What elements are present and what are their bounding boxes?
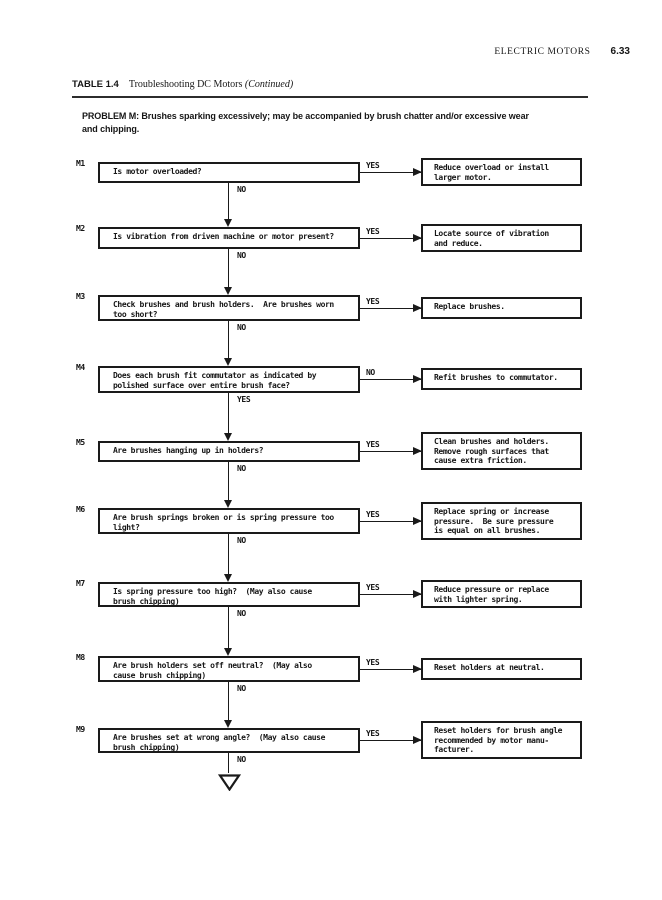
horizontal-rule xyxy=(72,96,588,98)
question-box: Are brushes hanging up in holders? xyxy=(98,441,360,462)
arrow-down-icon xyxy=(223,249,232,295)
down-branch-label: NO xyxy=(237,464,246,473)
question-box: Are brushes set at wrong angle? (May als… xyxy=(98,728,360,753)
action-box: Reduce pressure or replace with lighter … xyxy=(421,580,582,608)
branch-label: YES xyxy=(366,297,380,306)
branch-label: YES xyxy=(366,161,380,170)
question-box: Are brush holders set off neutral? (May … xyxy=(98,656,360,682)
table-caption-continued: (Continued) xyxy=(244,79,294,90)
arrow-down-icon xyxy=(223,183,232,227)
branch-label: YES xyxy=(366,440,380,449)
step-label: M3 xyxy=(76,292,85,301)
question-box: Check brushes and brush holders. Are bru… xyxy=(98,295,360,321)
arrow-down-icon xyxy=(223,321,232,366)
table-caption: TABLE 1.4 Troubleshooting DC Motors (Cont… xyxy=(72,79,293,90)
branch-label: YES xyxy=(366,510,380,519)
action-box: Clean brushes and holders. Remove rough … xyxy=(421,432,582,470)
down-branch-label: NO xyxy=(237,536,246,545)
table-caption-label: TABLE 1.4 xyxy=(72,79,119,90)
action-box: Locate source of vibration and reduce. xyxy=(421,224,582,252)
action-box: Replace brushes. xyxy=(421,297,582,319)
connector-line xyxy=(228,753,229,773)
arrow-down-icon xyxy=(223,462,232,508)
question-box: Is motor overloaded? xyxy=(98,162,360,183)
step-label: M1 xyxy=(76,159,85,168)
branch-label: NO xyxy=(366,368,375,377)
question-box: Is vibration from driven machine or moto… xyxy=(98,227,360,249)
problem-statement: PROBLEM M: Brushes sparking excessively;… xyxy=(82,111,529,134)
down-branch-label: NO xyxy=(237,323,246,332)
down-branch-label: NO xyxy=(237,185,246,194)
arrow-right-icon xyxy=(360,735,422,744)
step-label: M2 xyxy=(76,224,85,233)
question-box: Are brush springs broken or is spring pr… xyxy=(98,508,360,534)
action-box: Reset holders for brush angle recommende… xyxy=(421,721,582,759)
down-branch-label: NO xyxy=(237,609,246,618)
action-box: Refit brushes to commutator. xyxy=(421,368,582,390)
question-box: Is spring pressure too high? (May also c… xyxy=(98,582,360,607)
arrow-right-icon xyxy=(360,233,422,242)
branch-label: YES xyxy=(366,658,380,667)
action-box: Reset holders at neutral. xyxy=(421,658,582,680)
table-caption-title: Troubleshooting DC Motors xyxy=(128,79,243,90)
down-branch-label: NO xyxy=(237,251,246,260)
arrow-right-icon xyxy=(360,664,422,673)
branch-label: YES xyxy=(366,583,380,592)
running-head: ELECTRIC MOTORS 6.33 xyxy=(494,46,630,57)
arrow-right-icon xyxy=(360,374,422,383)
arrow-right-icon xyxy=(360,446,422,455)
down-branch-label: NO xyxy=(237,755,246,764)
down-branch-label: YES xyxy=(237,395,251,404)
down-branch-label: NO xyxy=(237,684,246,693)
action-box: Replace spring or increase pressure. Be … xyxy=(421,502,582,540)
branch-label: YES xyxy=(366,227,380,236)
step-label: M9 xyxy=(76,725,85,734)
arrow-right-icon xyxy=(360,167,422,176)
arrow-down-icon xyxy=(223,393,232,441)
question-box: Does each brush fit commutator as indica… xyxy=(98,366,360,393)
arrow-right-icon xyxy=(360,516,422,525)
step-label: M4 xyxy=(76,363,85,372)
page-number: 6.33 xyxy=(610,46,630,57)
step-label: M7 xyxy=(76,579,85,588)
branch-label: YES xyxy=(366,729,380,738)
arrow-down-icon xyxy=(223,534,232,582)
step-label: M8 xyxy=(76,653,85,662)
off-page-connector-icon xyxy=(217,774,242,795)
arrow-down-icon xyxy=(223,607,232,656)
step-label: M5 xyxy=(76,438,85,447)
arrow-right-icon xyxy=(360,589,422,598)
arrow-down-icon xyxy=(223,682,232,728)
step-label: M6 xyxy=(76,505,85,514)
arrow-right-icon xyxy=(360,303,422,312)
action-box: Reduce overload or install larger motor. xyxy=(421,158,582,186)
running-title: ELECTRIC MOTORS xyxy=(494,47,591,57)
